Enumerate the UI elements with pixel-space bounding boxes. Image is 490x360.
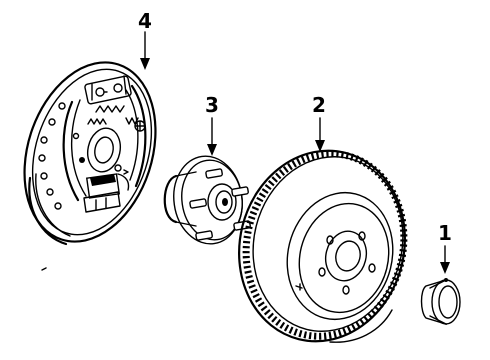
wheel-cylinder [84,75,132,105]
plate-holes [38,102,80,210]
callout-number-2: 2 [312,93,326,117]
callout-number-4: 4 [138,9,152,33]
callout-number-3: 3 [205,93,219,117]
dust-cap [420,278,461,325]
adjuster [83,173,121,213]
callout-1: 1 [438,221,452,274]
callout-2: 2 [312,93,326,152]
callout-number-1: 1 [438,221,452,245]
hub-and-bearing [163,155,251,245]
backing-plate-assembly [23,61,157,246]
callout-3: 3 [205,93,219,156]
callout-4: 4 [138,9,152,70]
lug-holes [318,231,376,295]
brake-drum [238,149,408,343]
